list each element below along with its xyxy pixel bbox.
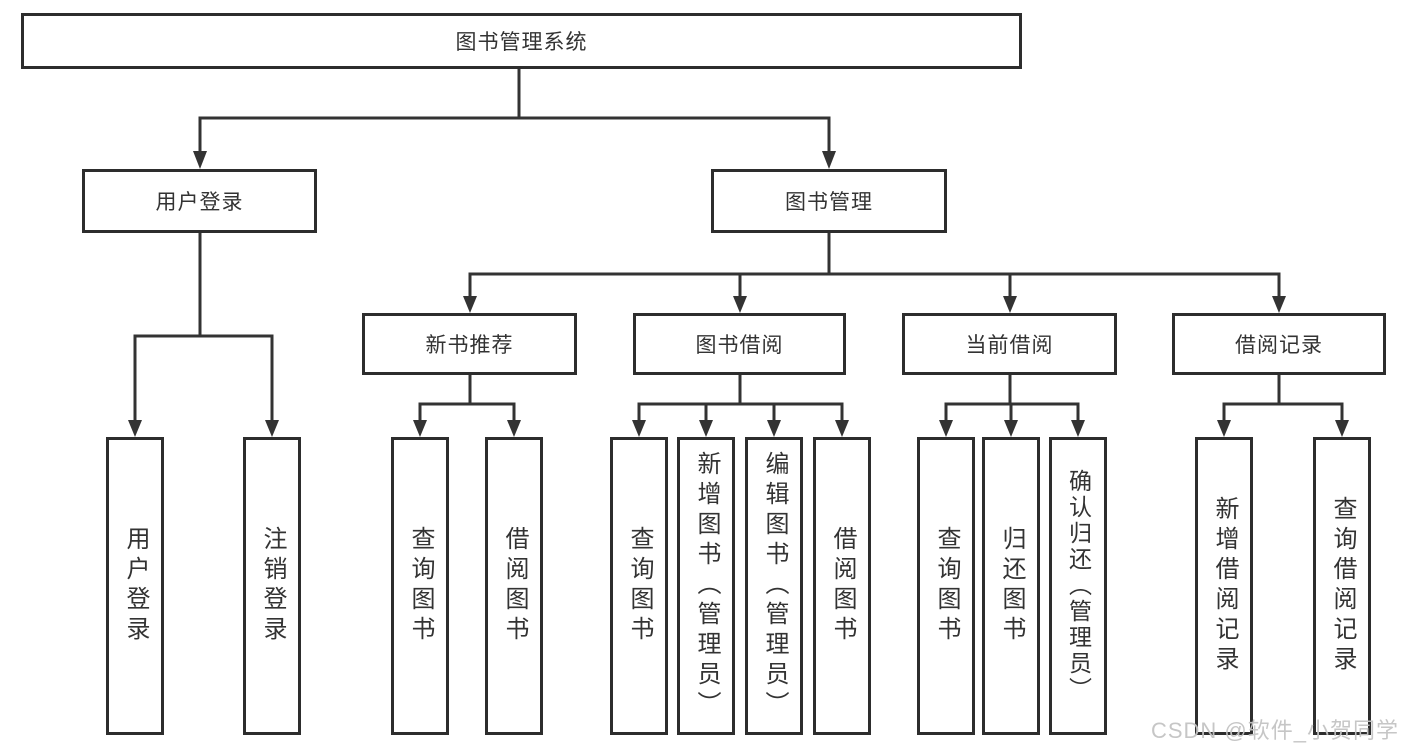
node-label: 借阅记录 — [1235, 334, 1323, 357]
connector-strokes — [133, 69, 1344, 423]
node-label: 图书借阅 — [695, 334, 784, 357]
leaf-logout: 注销登录 — [243, 437, 301, 735]
node-label: 注销登录 — [259, 526, 286, 646]
node-label: 新增图书（管理员） — [693, 451, 720, 721]
node-label: 归还图书 — [998, 526, 1025, 646]
node-label: 借阅图书 — [829, 526, 856, 646]
leaf-current-query-books: 查询图书 — [917, 437, 975, 735]
node-label: 当前借阅 — [965, 334, 1054, 357]
node-book-borrowing: 图书借阅 — [633, 313, 846, 375]
leaf-records-add-borrow-record: 新增借阅记录 — [1195, 437, 1253, 735]
arrowhead-icons — [128, 151, 1349, 437]
node-label: 确认归还（管理员） — [1065, 469, 1092, 703]
node-current-borrowing: 当前借阅 — [902, 313, 1117, 375]
node-label: 借阅图书 — [501, 526, 528, 646]
node-label: 查询借阅记录 — [1329, 496, 1356, 676]
node-label: 图书管理系统 — [455, 31, 588, 54]
node-label: 查询图书 — [933, 526, 960, 646]
node-label: 用户登录 — [122, 526, 149, 646]
node-borrowing-records: 借阅记录 — [1172, 313, 1386, 375]
node-label: 编辑图书（管理员） — [761, 451, 788, 721]
node-new-book-recommendation: 新书推荐 — [362, 313, 577, 375]
node-label: 用户登录 — [155, 191, 244, 214]
node-label: 查询图书 — [407, 526, 434, 646]
node-label: 新书推荐 — [425, 334, 514, 357]
leaf-recommend-query-books: 查询图书 — [391, 437, 449, 735]
leaf-borrow-borrow-books: 借阅图书 — [813, 437, 871, 735]
csdn-watermark: CSDN @软件_小贺同学 — [1150, 718, 1399, 743]
node-user-login-branch: 用户登录 — [82, 169, 317, 233]
node-label: 图书管理 — [785, 191, 873, 214]
leaf-borrow-edit-books-admin: 编辑图书（管理员） — [745, 437, 803, 735]
node-book-management-branch: 图书管理 — [711, 169, 947, 233]
leaf-records-query-borrow-record: 查询借阅记录 — [1313, 437, 1371, 735]
node-label: 查询图书 — [626, 526, 653, 646]
leaf-borrow-add-books-admin: 新增图书（管理员） — [677, 437, 735, 735]
leaf-current-confirm-return-admin: 确认归还（管理员） — [1049, 437, 1107, 735]
leaf-recommend-borrow-books: 借阅图书 — [485, 437, 543, 735]
node-label: 新增借阅记录 — [1211, 496, 1238, 676]
leaf-current-return-books: 归还图书 — [982, 437, 1040, 735]
leaf-user-login: 用户登录 — [106, 437, 164, 735]
leaf-borrow-query-books: 查询图书 — [610, 437, 668, 735]
node-root-library-system: 图书管理系统 — [21, 13, 1022, 69]
